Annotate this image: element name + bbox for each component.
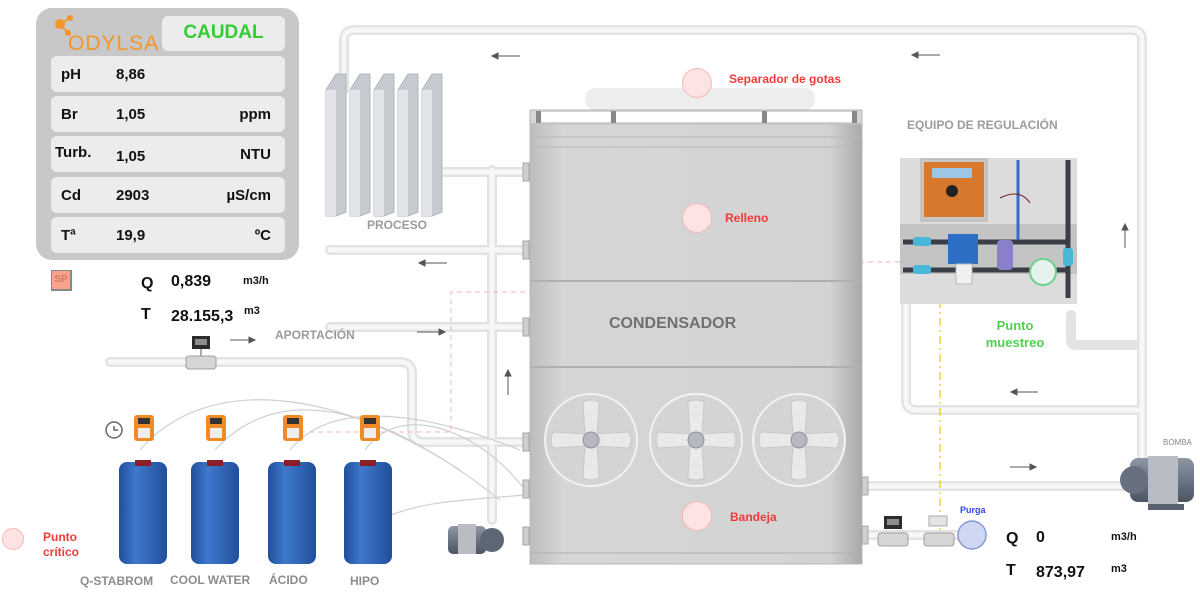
proceso-exchanger [325,73,443,217]
reading-row-turbidity: Turb. 1,05 NTU [51,136,285,172]
condensador-tower [522,88,869,565]
reading-label: Turb. [55,144,92,161]
purge-q-label: Q [1006,530,1019,547]
reading-label: pH [61,66,81,83]
relleno-label[interactable]: Relleno [725,211,769,225]
reading-unit: ºC [254,227,271,244]
fan-icon [544,393,638,487]
purge-flowmeter [877,515,955,547]
condensador-label: CONDENSADOR [609,315,737,332]
makeup-t-value: 28.155,3 [171,308,234,325]
hotspot-relleno[interactable] [682,203,712,233]
flow-arrows [230,51,1129,471]
caudal-button[interactable]: CAUDAL [162,16,285,51]
bomba-pump [1120,456,1194,510]
reading-label: Cd [61,187,81,204]
purge-t-unit: m3 [1111,563,1127,575]
brand-name: ODYLSA [68,32,160,55]
separador-label[interactable]: Separador de gotas [729,72,842,86]
makeup-flowmeter [185,336,217,370]
setpoint-button[interactable]: SP [51,270,72,291]
hotspot-bandeja[interactable] [682,501,712,531]
purge-valve-icon [957,520,987,550]
purge-q-value: 0 [1036,529,1045,546]
tank-label-hipo: HIPO [350,574,380,588]
dosing-pumps [134,415,380,441]
reading-value: 8,86 [116,66,146,83]
makeup-q-unit: m3/h [243,275,269,287]
bomba-label: BOMBA [1163,438,1192,447]
purge-t-label: T [1006,562,1016,579]
odylsa-logo: ODYLSA [48,14,160,55]
makeup-t-unit: m3 [244,305,260,317]
punto-muestreo-label[interactable]: Punto muestreo [985,318,1045,350]
fan-icon [752,393,846,487]
fan-icon [649,393,743,487]
reading-value: 2903 [116,187,150,204]
makeup-q-value: 0,839 [171,273,212,290]
reading-unit: ppm [239,106,271,123]
tank-label-acido: ÁCIDO [269,573,308,587]
purga-label[interactable]: Purga [960,505,986,515]
regulation-panel [900,158,1077,304]
reading-unit: µS/cm [226,187,272,204]
makeup-t-label: T [141,306,151,323]
aportacion-label: APORTACIÓN [275,328,355,342]
reading-value: 19,9 [116,227,146,244]
reading-row-br: Br 1,05 ppm [51,96,285,132]
tank-label-cool-water: COOL WATER [170,573,251,587]
logo-molecule-icon [55,15,73,36]
reading-row-ph: pH 8,86 [51,56,285,92]
punto-critico-label[interactable]: Punto crítico [43,530,80,559]
purge-t-value: 873,97 [1036,564,1085,581]
hotspot-punto-critico[interactable] [2,528,24,550]
reading-label: Br [61,106,78,123]
dosing-tubes [139,399,526,521]
proceso-label: PROCESO [367,218,428,232]
makeup-q-label: Q [141,275,154,292]
reading-value: 1,05 [116,106,146,123]
recirculation-pump [448,524,504,554]
reading-unit: NTU [240,146,271,163]
tank-label-q-stabrom: Q-STABROM [80,574,154,588]
readings-panel: ODYLSA CAUDAL pH 8,86 Br 1,05 ppm Turb. … [36,8,299,260]
reading-row-temperature: Tª 19,9 ºC [51,217,285,253]
reading-label: Tª [61,227,76,244]
reading-row-conductivity: Cd 2903 µS/cm [51,177,285,213]
hotspot-separador[interactable] [682,68,712,98]
reading-value: 1,05 [116,148,146,165]
chemical-tanks [119,460,392,564]
purge-q-unit: m3/h [1111,531,1137,543]
equipo-regulacion-label: EQUIPO DE REGULACIÓN [907,118,1058,132]
timer-icon [105,421,123,439]
bandeja-label[interactable]: Bandeja [730,510,777,524]
